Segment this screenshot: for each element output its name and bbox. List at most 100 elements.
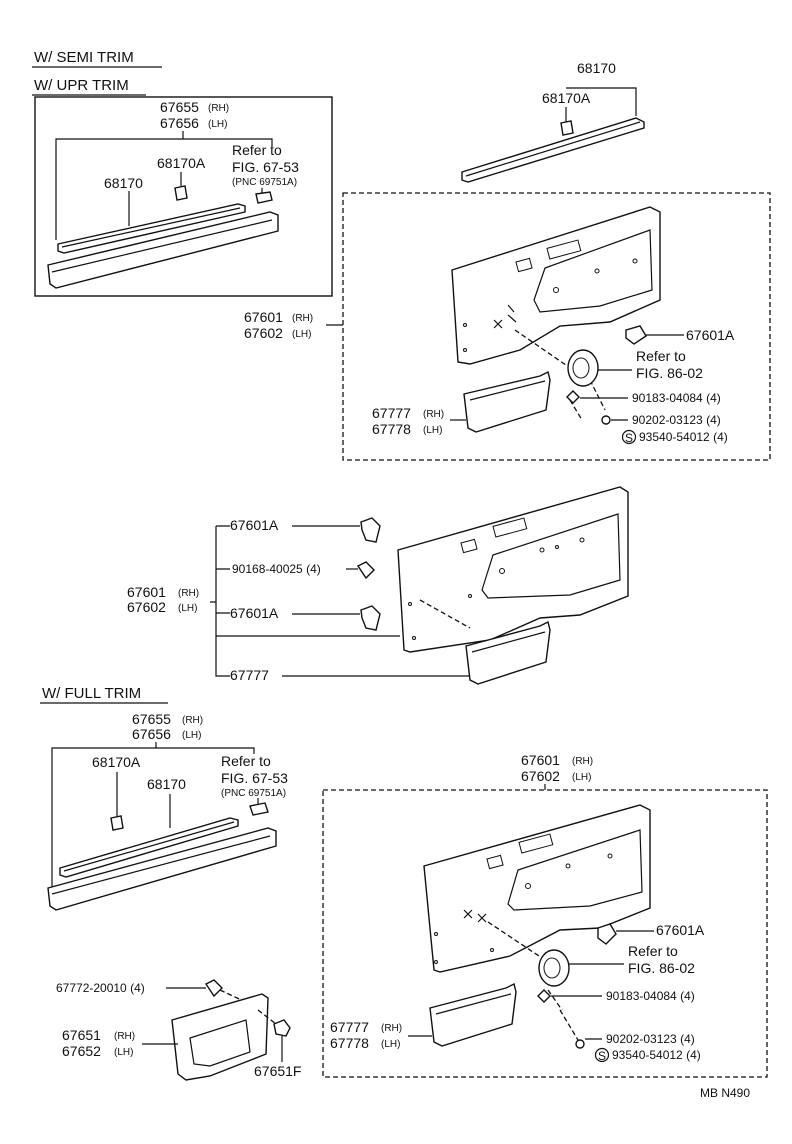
label-semi-67602: 67602: [244, 325, 283, 341]
full-weatherstrip-line: [63, 821, 235, 872]
label-full-67651: 67651: [62, 1027, 101, 1043]
mid-pocket-lip: [471, 631, 546, 653]
fd-panel-hole-2: [565, 863, 571, 869]
heading-upr-trim: W/ UPR TRIM: [34, 77, 129, 94]
fd-assembly-dash: [487, 921, 579, 1041]
full-lower-trim-67651: [171, 993, 269, 1081]
label-semi-67778: 67778: [372, 421, 411, 437]
fd-s-mark: S: [598, 1049, 606, 1063]
full-clip-68170a: [110, 815, 124, 831]
footer-code: MB N490: [700, 1086, 750, 1100]
mid-pocket-67777: [465, 620, 551, 685]
semi-pocket-lip: [469, 380, 546, 401]
fd-panel-armrest: [507, 829, 643, 911]
mid-panel-hole-2: [539, 547, 545, 553]
label-fd-rh: (RH): [572, 756, 593, 767]
label-fd-67601: 67601: [521, 752, 560, 768]
label-refer-to: Refer to: [232, 142, 282, 158]
label-semi-fig: FIG. 86-02: [636, 365, 703, 381]
label-mid-67602: 67602: [127, 599, 166, 615]
weatherstrip-68170: [57, 203, 246, 254]
mid-panel-hole-3: [555, 545, 559, 549]
moulding-line: [51, 219, 273, 273]
leader-67655: [55, 138, 273, 240]
label-fd-93540: 93540-54012 (4): [612, 1048, 701, 1062]
semi-pocket-67777: [463, 370, 551, 433]
full-moulding-line: [51, 835, 271, 895]
mid-panel-hole-1: [499, 568, 505, 574]
clip-68170a: [174, 185, 188, 201]
mid-screw-90168: [356, 561, 375, 580]
label-full-67655: 67655: [132, 711, 171, 727]
label-semi-93540: 93540-54012 (4): [639, 430, 728, 444]
label-mid-rh: (RH): [178, 588, 199, 599]
semi-handle-bezel-inner: [572, 357, 590, 379]
label-fd-67778-lh: (LH): [381, 1039, 400, 1050]
label-fd-67602: 67602: [521, 768, 560, 784]
label-full-refer: Refer to: [221, 753, 271, 769]
semi-s-mark-circle: [621, 429, 637, 445]
mid-panel-hole-6: [412, 636, 416, 640]
fd-panel-hole-4: [434, 932, 438, 936]
label-semi-67778-lh: (LH): [423, 425, 442, 436]
fd-nut-90183: [537, 989, 551, 1003]
heading-semi-trim: W/ SEMI TRIM: [34, 49, 134, 66]
label-fd-67777: 67777: [330, 1019, 369, 1035]
label-top-68170: 68170: [577, 60, 616, 76]
semi-panel-slot-1: [515, 257, 533, 273]
label-top-68170a: 68170A: [542, 90, 591, 106]
leader-top-68170: [566, 87, 637, 116]
heading-full-trim: W/ FULL TRIM: [42, 685, 141, 702]
fd-panel-hole-5: [434, 960, 438, 964]
label-mid-67601: 67601: [127, 584, 166, 600]
label-fd-67777-rh: (RH): [381, 1023, 402, 1034]
label-full-67651-rh: (RH): [114, 1031, 135, 1042]
label-full-67651f: 67651F: [254, 1063, 301, 1079]
label-fd-lh: (LH): [572, 772, 591, 783]
label-68170: 68170: [104, 175, 143, 191]
label-mid-67601a-bottom: 67601A: [230, 605, 279, 621]
label-full-68170: 68170: [147, 776, 186, 792]
label-mid-67777: 67777: [230, 667, 269, 683]
fd-clip-67601a: [597, 923, 617, 945]
label-semi-lh: (LH): [292, 329, 311, 340]
semi-clip-67601a: [625, 325, 647, 345]
label-fd-67601a: 67601A: [656, 922, 705, 938]
weatherstrip-line: [61, 207, 241, 248]
label-mid-90168: 90168-40025 (4): [232, 562, 321, 576]
top-clip-68170a: [560, 120, 574, 136]
fd-pocket-67777: [429, 982, 517, 1047]
full-trim-dash-2: [257, 1009, 277, 1025]
semi-s-mark: S: [625, 431, 633, 445]
full-trim-dashed-box: [322, 789, 768, 1078]
label-semi-67777-rh: (RH): [423, 409, 444, 420]
full-clip-refer: [249, 802, 269, 816]
label-full-fig: FIG. 67-53: [221, 770, 288, 786]
mid-panel-slot-1: [460, 538, 478, 554]
moulding-67655: [47, 211, 279, 289]
clip-refer: [255, 191, 273, 204]
label-full-67652-lh: (LH): [114, 1047, 133, 1058]
semi-panel-armrest: [533, 229, 653, 313]
fd-panel-hole-6: [490, 948, 494, 952]
leader-mid-bracket: [210, 525, 400, 677]
semi-assembly-dash: [514, 329, 606, 421]
label-lh: (LH): [208, 119, 227, 130]
fd-handle-bezel-inner: [543, 957, 561, 979]
full-moulding-67655: [47, 827, 277, 911]
label-pnc: (PNC 69751A): [232, 177, 297, 188]
label-mid-67601a-top: 67601A: [230, 517, 279, 533]
label-semi-90183: 90183-04084 (4): [632, 391, 721, 405]
full-lower-trim-recess: [189, 1019, 251, 1067]
label-fd-67778: 67778: [330, 1035, 369, 1051]
label-67655: 67655: [160, 99, 199, 115]
semi-panel-marks: [493, 304, 517, 329]
mid-clip-67601a-top: [360, 517, 381, 543]
label-semi-67777: 67777: [372, 405, 411, 421]
label-semi-refer: Refer to: [636, 348, 686, 364]
semi-panel-hole-4: [463, 323, 467, 327]
fd-panel-slot-1: [486, 854, 504, 870]
label-fd-fig: FIG. 86-02: [628, 960, 695, 976]
semi-panel-hole-3: [632, 258, 638, 264]
